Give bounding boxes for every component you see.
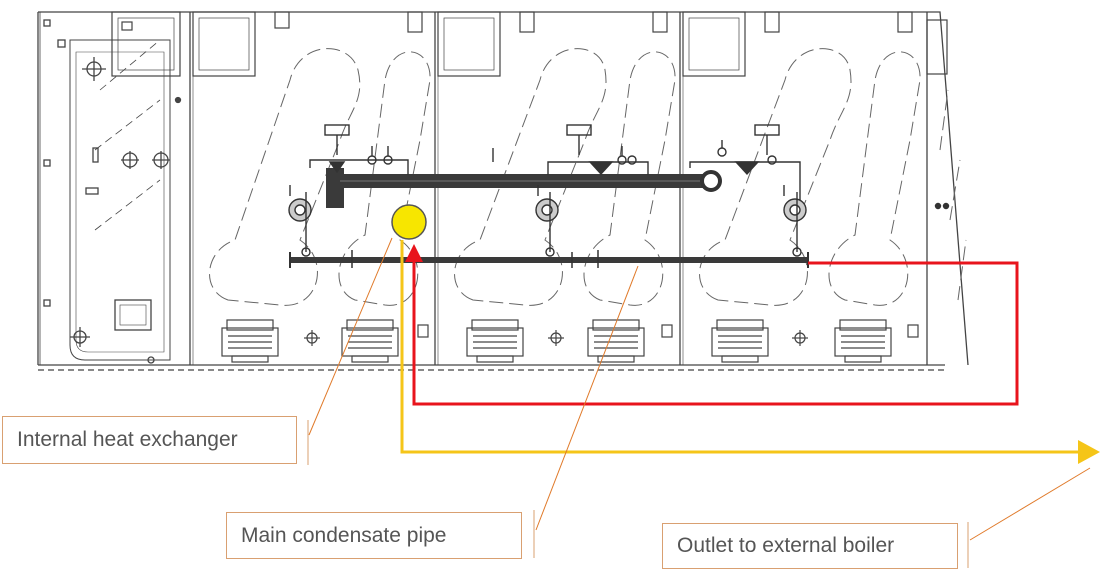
flow-marker-icon [391,204,427,240]
callout-main-condensate-pipe: Main condensate pipe [226,512,522,559]
outlet-line [400,240,1100,464]
heat-exchanger-tube-loops [209,48,967,306]
callout-internal-heat-exchanger: Internal heat exchanger [2,416,297,464]
valve-assemblies [288,124,950,257]
burner-units [221,319,919,363]
return-arrow-icon [405,244,423,262]
main-condensate-pipe [289,250,809,268]
machine-casing [37,11,969,371]
callout-label: Outlet to external boiler [677,534,895,557]
callout-label: Main condensate pipe [241,523,447,547]
callout-label: Internal heat exchanger [17,428,238,451]
top-access-panels [111,11,948,77]
return-line [405,244,1019,406]
outlet-arrow-icon [1078,440,1100,464]
callout-leaders [307,237,1091,568]
callout-outlet: Outlet to external boiler [662,523,958,569]
steam-header-pipe [326,168,722,208]
